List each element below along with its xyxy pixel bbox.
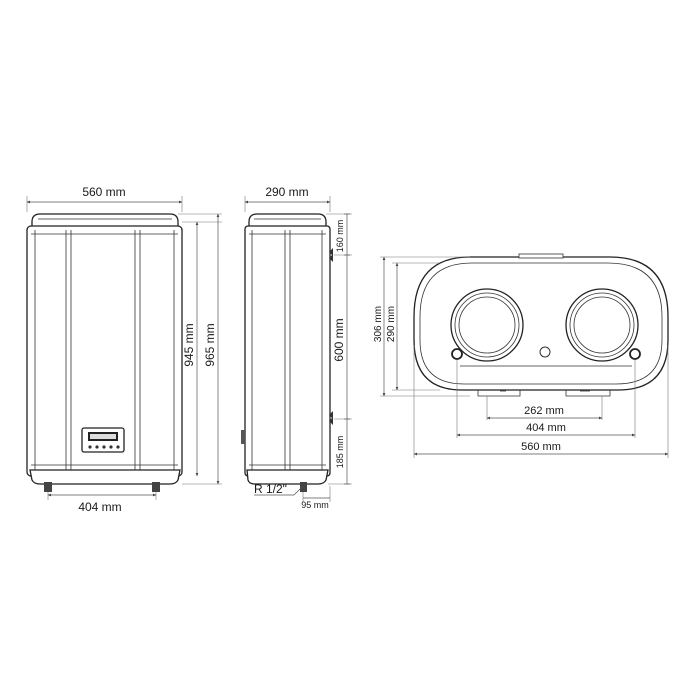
- front-width-label: 560 mm: [82, 185, 125, 199]
- top-depth-outer-label: 306 mm: [373, 306, 384, 342]
- front-view: 560 mm 945 mm 965 mm 404 mm: [26, 185, 222, 514]
- side-bottom-offset-label: 185 mm: [335, 436, 345, 469]
- side-depth-label: 290 mm: [265, 185, 308, 199]
- bracket-spacing-label: 262 mm: [524, 405, 564, 417]
- side-mount-span-label: 600 mm: [332, 318, 346, 361]
- front-height-outer-label: 965 mm: [203, 323, 217, 366]
- top-depth-inner-label: 290 mm: [386, 306, 397, 342]
- side-top-offset-label: 160 mm: [335, 220, 345, 253]
- top-view: 306 mm 290 mm 262 mm 404 mm 560 mm: [373, 253, 669, 458]
- side-view: 290 mm 160 mm 600 mm 185 mm R 1/2" 95 mm: [241, 185, 352, 510]
- front-bottom-width-label: 404 mm: [78, 500, 121, 514]
- pipe-offset-label: 95 mm: [301, 500, 329, 510]
- control-panel: [81, 427, 125, 453]
- front-height-inner-label: 945 mm: [182, 323, 196, 366]
- top-width-label: 560 mm: [521, 441, 561, 453]
- thread-label: R 1/2": [254, 482, 287, 496]
- pipe-spacing-label: 404 mm: [526, 422, 566, 434]
